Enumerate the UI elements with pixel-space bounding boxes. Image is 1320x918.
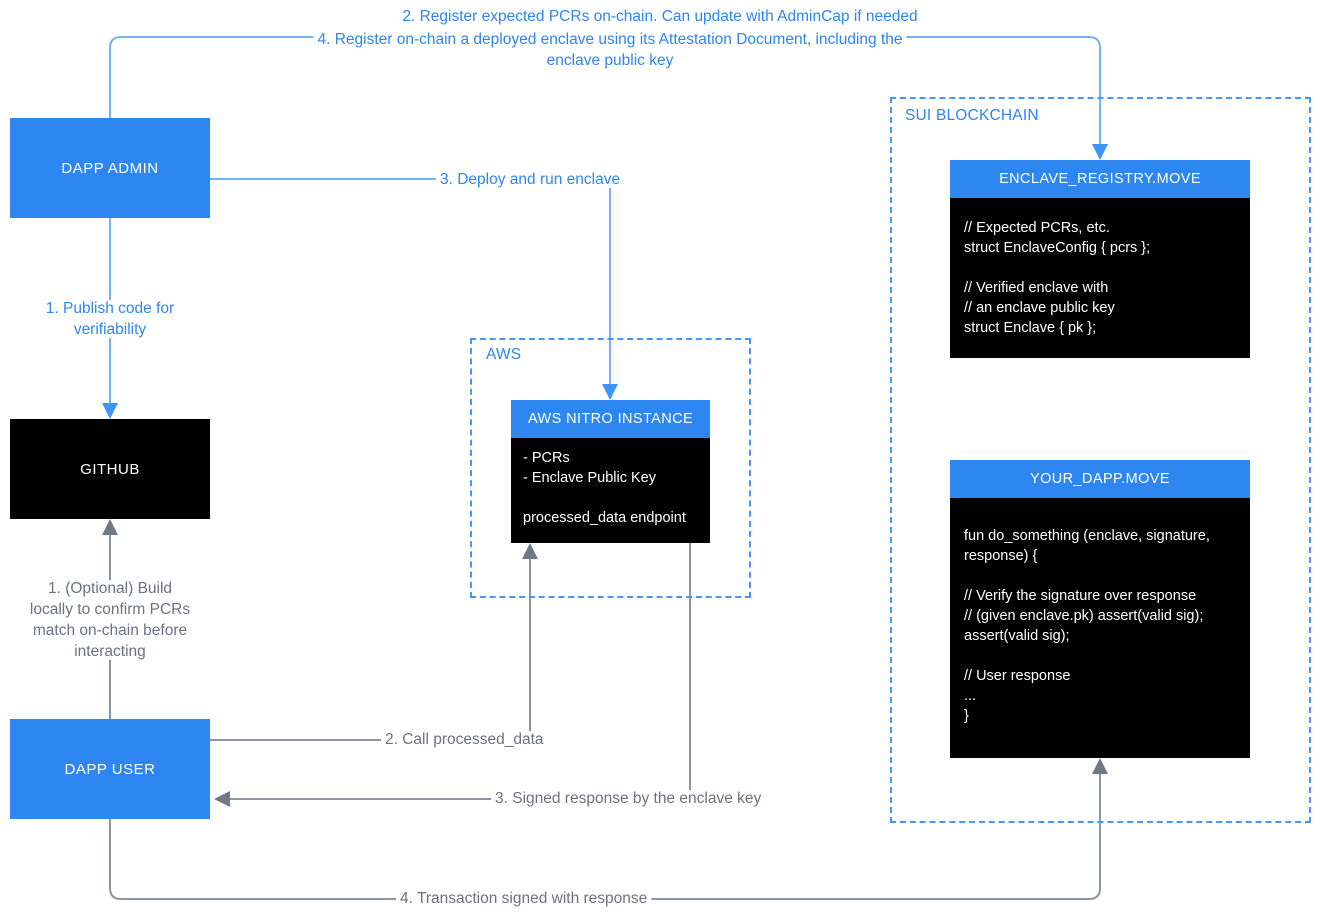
node-your-dapp-move[interactable]: YOUR_DAPP.MOVE fun do_something (enclave…: [950, 460, 1250, 758]
node-dapp-user[interactable]: DAPP USER: [10, 719, 210, 819]
edge-label-deploy-run-enclave: 3. Deploy and run enclave: [440, 171, 621, 188]
edge-label-transaction-signed: 4. Transaction signed with response: [400, 890, 648, 907]
node-dapp-user-label: DAPP USER: [64, 760, 156, 778]
node-your-dapp-move-body: fun do_something (enclave, signature, re…: [950, 498, 1250, 758]
node-dapp-admin-label: DAPP ADMIN: [61, 159, 159, 177]
node-aws-nitro-instance-header: AWS NITRO INSTANCE: [511, 400, 710, 438]
node-enclave-registry-move-header: ENCLAVE_REGISTRY.MOVE: [950, 160, 1250, 198]
edge-label-call-processed-data: 2. Call processed_data: [385, 731, 544, 748]
group-aws-label: AWS: [482, 344, 526, 366]
node-github[interactable]: GITHUB: [10, 419, 210, 519]
node-your-dapp-move-header: YOUR_DAPP.MOVE: [950, 460, 1250, 498]
edge-label-register-pcrs: 2. Register expected PCRs on-chain. Can …: [402, 8, 918, 25]
edge-label-publish-code: 1. Publish code for verifiability: [45, 300, 175, 338]
node-aws-nitro-instance[interactable]: AWS NITRO INSTANCE - PCRs - Enclave Publ…: [511, 400, 710, 543]
node-enclave-registry-move[interactable]: ENCLAVE_REGISTRY.MOVE // Expected PCRs, …: [950, 160, 1250, 358]
group-aws: AWS: [470, 338, 751, 598]
node-github-label: GITHUB: [80, 460, 140, 478]
edge-label-register-enclave: 4. Register on-chain a deployed enclave …: [317, 31, 903, 69]
edge-label-optional-build: 1. (Optional) Build locally to confirm P…: [29, 580, 191, 660]
node-aws-nitro-instance-body: - PCRs - Enclave Public Key processed_da…: [511, 438, 710, 543]
group-sui-label: SUI BLOCKCHAIN: [901, 105, 1043, 127]
edge-label-signed-response: 3. Signed response by the enclave key: [495, 790, 762, 807]
node-dapp-admin[interactable]: DAPP ADMIN: [10, 118, 210, 218]
node-enclave-registry-move-body: // Expected PCRs, etc. struct EnclaveCon…: [950, 198, 1250, 358]
group-sui-blockchain: SUI BLOCKCHAIN: [890, 97, 1311, 823]
